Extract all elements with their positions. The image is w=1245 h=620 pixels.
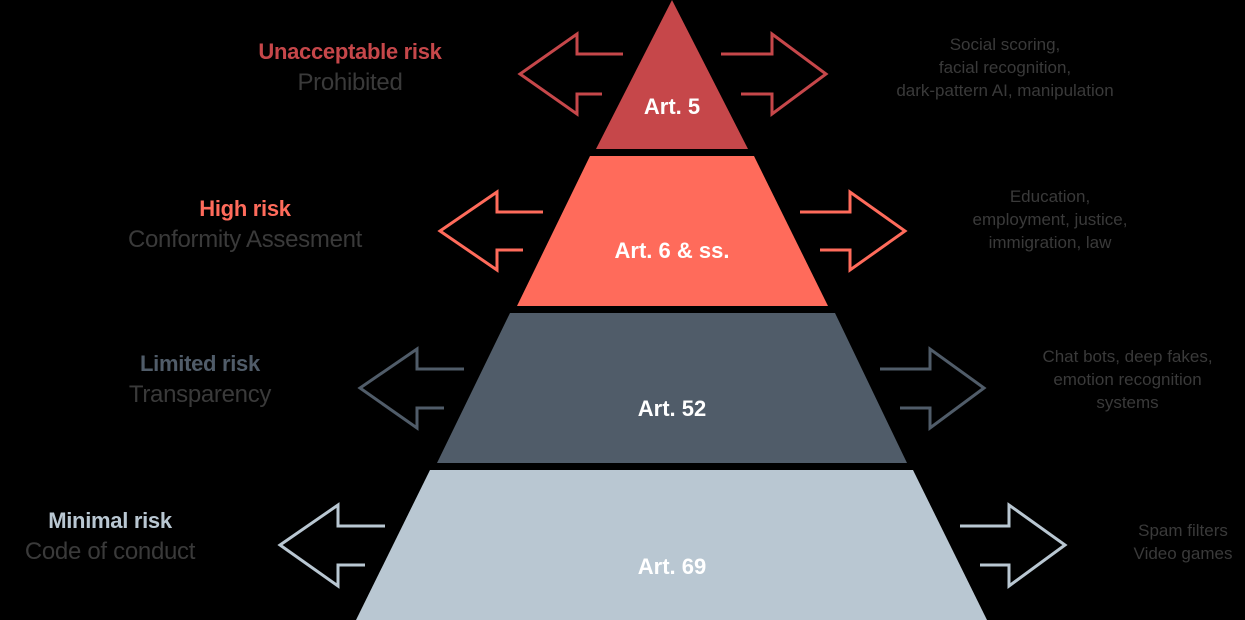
tier-subtitle-unacceptable: Prohibited: [297, 68, 403, 96]
example-line: facial recognition,: [938, 57, 1072, 77]
arrow-left-limited-icon: [357, 346, 464, 431]
tier-title-unacceptable: Unacceptable risk: [258, 39, 442, 64]
examples-unacceptable: Social scoring, facial recognition, dark…: [850, 34, 1160, 103]
arrow-left-unacceptable-icon: [517, 31, 623, 117]
tier-subtitle-minimal: Code of conduct: [24, 537, 196, 565]
arrow-right-unacceptable-icon: [721, 31, 829, 117]
examples-high: Education, employment, justice, immigrat…: [940, 186, 1160, 255]
tier-label-unacceptable: Unacceptable risk Prohibited: [200, 38, 500, 98]
example-line: Social scoring,: [949, 35, 1061, 54]
example-line: Chat bots, deep fakes,: [1042, 347, 1213, 366]
tier-subtitle-limited: Transparency: [128, 380, 272, 408]
tier-title-limited: Limited risk: [140, 351, 260, 376]
tier-subtitle-high: Conformity Assesment: [127, 225, 363, 253]
tier-label-minimal: Minimal risk Code of conduct: [0, 507, 220, 567]
example-line: emotion recognition: [1053, 369, 1202, 389]
tier-label-limited: Limited risk Transparency: [80, 350, 320, 410]
example-line: Education,: [1009, 187, 1091, 206]
tier-title-minimal: Minimal risk: [48, 508, 172, 533]
tier-limited-shape: [437, 313, 907, 463]
article-label-minimal: Art. 69: [637, 554, 707, 579]
example-line: Video games: [1133, 543, 1233, 563]
tier-title-high: High risk: [199, 196, 291, 221]
example-line: dark-pattern AI, manipulation: [896, 80, 1114, 100]
arrow-right-high-icon: [800, 189, 908, 273]
tier-label-high: High risk Conformity Assesment: [80, 195, 410, 255]
examples-limited: Chat bots, deep fakes, emotion recogniti…: [1010, 346, 1245, 415]
examples-minimal: Spam filters Video games: [1108, 520, 1245, 566]
tier-minimal-shape: [356, 470, 987, 620]
example-line: employment, justice,: [972, 209, 1128, 229]
article-label-limited: Art. 52: [637, 396, 707, 421]
example-line: immigration, law: [988, 232, 1112, 252]
example-line: Spam filters: [1138, 521, 1228, 540]
arrow-left-high-icon: [437, 189, 543, 273]
tier-high-shape: [517, 156, 828, 306]
article-label-unacceptable: Art. 5: [643, 94, 701, 119]
tier-unacceptable-shape: [596, 0, 748, 149]
arrow-left-minimal-icon: [277, 502, 385, 589]
article-label-high: Art. 6 & ss.: [614, 238, 730, 263]
example-line: systems: [1096, 392, 1159, 412]
arrow-right-limited-icon: [880, 346, 987, 431]
arrow-right-minimal-icon: [960, 502, 1068, 589]
